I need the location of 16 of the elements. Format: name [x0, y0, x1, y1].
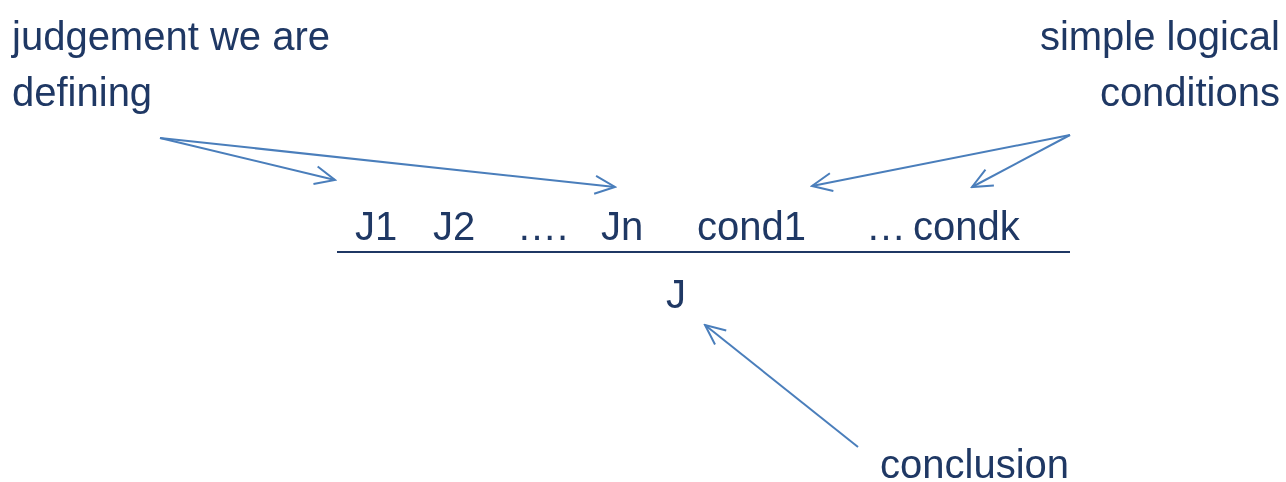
premise-text: cond1	[697, 198, 806, 254]
premise-text: Jn	[601, 198, 644, 254]
annotation-text: judgement we are defining	[12, 8, 432, 120]
annotation-text: conclusion	[880, 436, 1069, 482]
leader-arrow	[704, 324, 859, 448]
premise-text: J2	[433, 198, 476, 254]
conclusion-text: J	[666, 266, 686, 322]
leader-arrow	[159, 137, 336, 186]
premise-text: condk	[913, 198, 1020, 254]
leader-arrow	[971, 134, 1071, 188]
annotation-text: simple logical conditions	[960, 8, 1280, 120]
ellipsis-text: ….	[517, 203, 569, 250]
ellipsis-text: …	[866, 203, 906, 250]
premise-text: J1	[355, 198, 398, 254]
leader-arrow	[159, 137, 616, 195]
leader-arrow	[811, 134, 1071, 192]
